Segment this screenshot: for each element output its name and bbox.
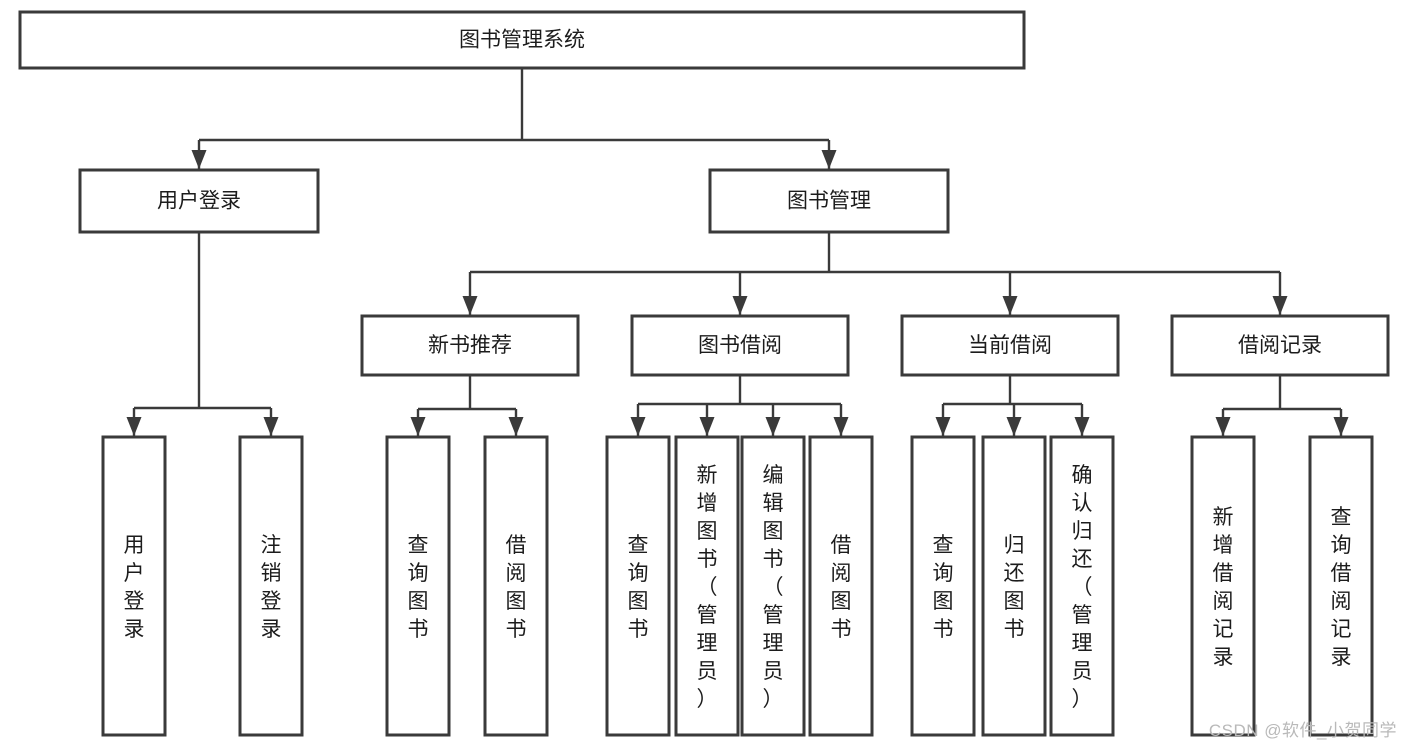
node-box — [910, 435, 976, 737]
node-box — [630, 314, 850, 377]
node-label: 归还图书 — [1004, 534, 1025, 641]
node-leaf_10[interactable]: 归还图书 — [981, 435, 1047, 737]
node-label: 查询图书 — [628, 534, 649, 641]
node-label: 新增图书（管理员） — [697, 464, 718, 711]
node-box — [981, 435, 1047, 737]
node-box — [605, 435, 671, 737]
node-leaf_12[interactable]: 新增借阅记录 — [1190, 435, 1256, 737]
node-box — [1308, 435, 1374, 737]
node-leaf_3[interactable]: 查询图书 — [385, 435, 451, 737]
node-label: 确认归还（管理员） — [1072, 464, 1093, 711]
node-root[interactable]: 图书管理系统 — [18, 10, 1026, 70]
node-box — [808, 435, 874, 737]
node-box — [238, 435, 304, 737]
node-l2_2[interactable]: 图书管理 — [708, 168, 950, 234]
node-l3_4[interactable]: 借阅记录 — [1170, 314, 1390, 377]
node-box — [1170, 314, 1390, 377]
node-label: 图书管理系统 — [459, 29, 585, 52]
watermark-text: CSDN @软件_小贺同学 — [1208, 721, 1397, 740]
node-box — [900, 314, 1120, 377]
node-label: 新书推荐 — [428, 334, 512, 357]
node-label: 用户登录 — [157, 190, 241, 213]
node-leaf_4[interactable]: 借阅图书 — [483, 435, 549, 737]
node-label: 图书借阅 — [698, 334, 782, 357]
node-label: 借阅图书 — [831, 534, 852, 641]
node-label: 当前借阅 — [968, 334, 1052, 357]
node-box — [740, 435, 806, 737]
node-l3_1[interactable]: 新书推荐 — [360, 314, 580, 377]
node-box — [483, 435, 549, 737]
node-leaf_9[interactable]: 查询图书 — [910, 435, 976, 737]
node-box — [360, 314, 580, 377]
node-label: 用户登录 — [124, 534, 145, 641]
node-label: 借阅图书 — [506, 534, 527, 641]
node-box — [101, 435, 167, 737]
node-leaf_7[interactable]: 编辑图书（管理员） — [740, 435, 806, 737]
node-box — [1190, 435, 1256, 737]
node-leaf_1[interactable]: 用户登录 — [101, 435, 167, 737]
node-box — [708, 168, 950, 234]
node-label: 新增借阅记录 — [1213, 506, 1234, 669]
node-label: 查询借阅记录 — [1331, 506, 1352, 669]
node-leaf_5[interactable]: 查询图书 — [605, 435, 671, 737]
node-box — [385, 435, 451, 737]
node-label: 查询图书 — [408, 534, 429, 641]
node-leaf_2[interactable]: 注销登录 — [238, 435, 304, 737]
node-leaf_6[interactable]: 新增图书（管理员） — [674, 435, 740, 737]
node-box — [78, 168, 320, 234]
node-label: 借阅记录 — [1238, 334, 1322, 357]
node-l3_2[interactable]: 图书借阅 — [630, 314, 850, 377]
node-leaf_11[interactable]: 确认归还（管理员） — [1049, 435, 1115, 737]
node-leaf_13[interactable]: 查询借阅记录 — [1308, 435, 1374, 737]
node-label: 编辑图书（管理员） — [763, 464, 784, 711]
node-leaf_8[interactable]: 借阅图书 — [808, 435, 874, 737]
nodes-layer: 图书管理系统用户登录图书管理新书推荐图书借阅当前借阅借阅记录用户登录注销登录查询… — [18, 10, 1390, 737]
node-l2_1[interactable]: 用户登录 — [78, 168, 320, 234]
node-label: 查询图书 — [933, 534, 954, 641]
node-box — [674, 435, 740, 737]
node-label: 图书管理 — [787, 190, 871, 213]
node-box — [1049, 435, 1115, 737]
node-l3_3[interactable]: 当前借阅 — [900, 314, 1120, 377]
node-box — [18, 10, 1026, 70]
edges-layer — [126, 68, 1349, 436]
node-label: 注销登录 — [261, 534, 282, 641]
